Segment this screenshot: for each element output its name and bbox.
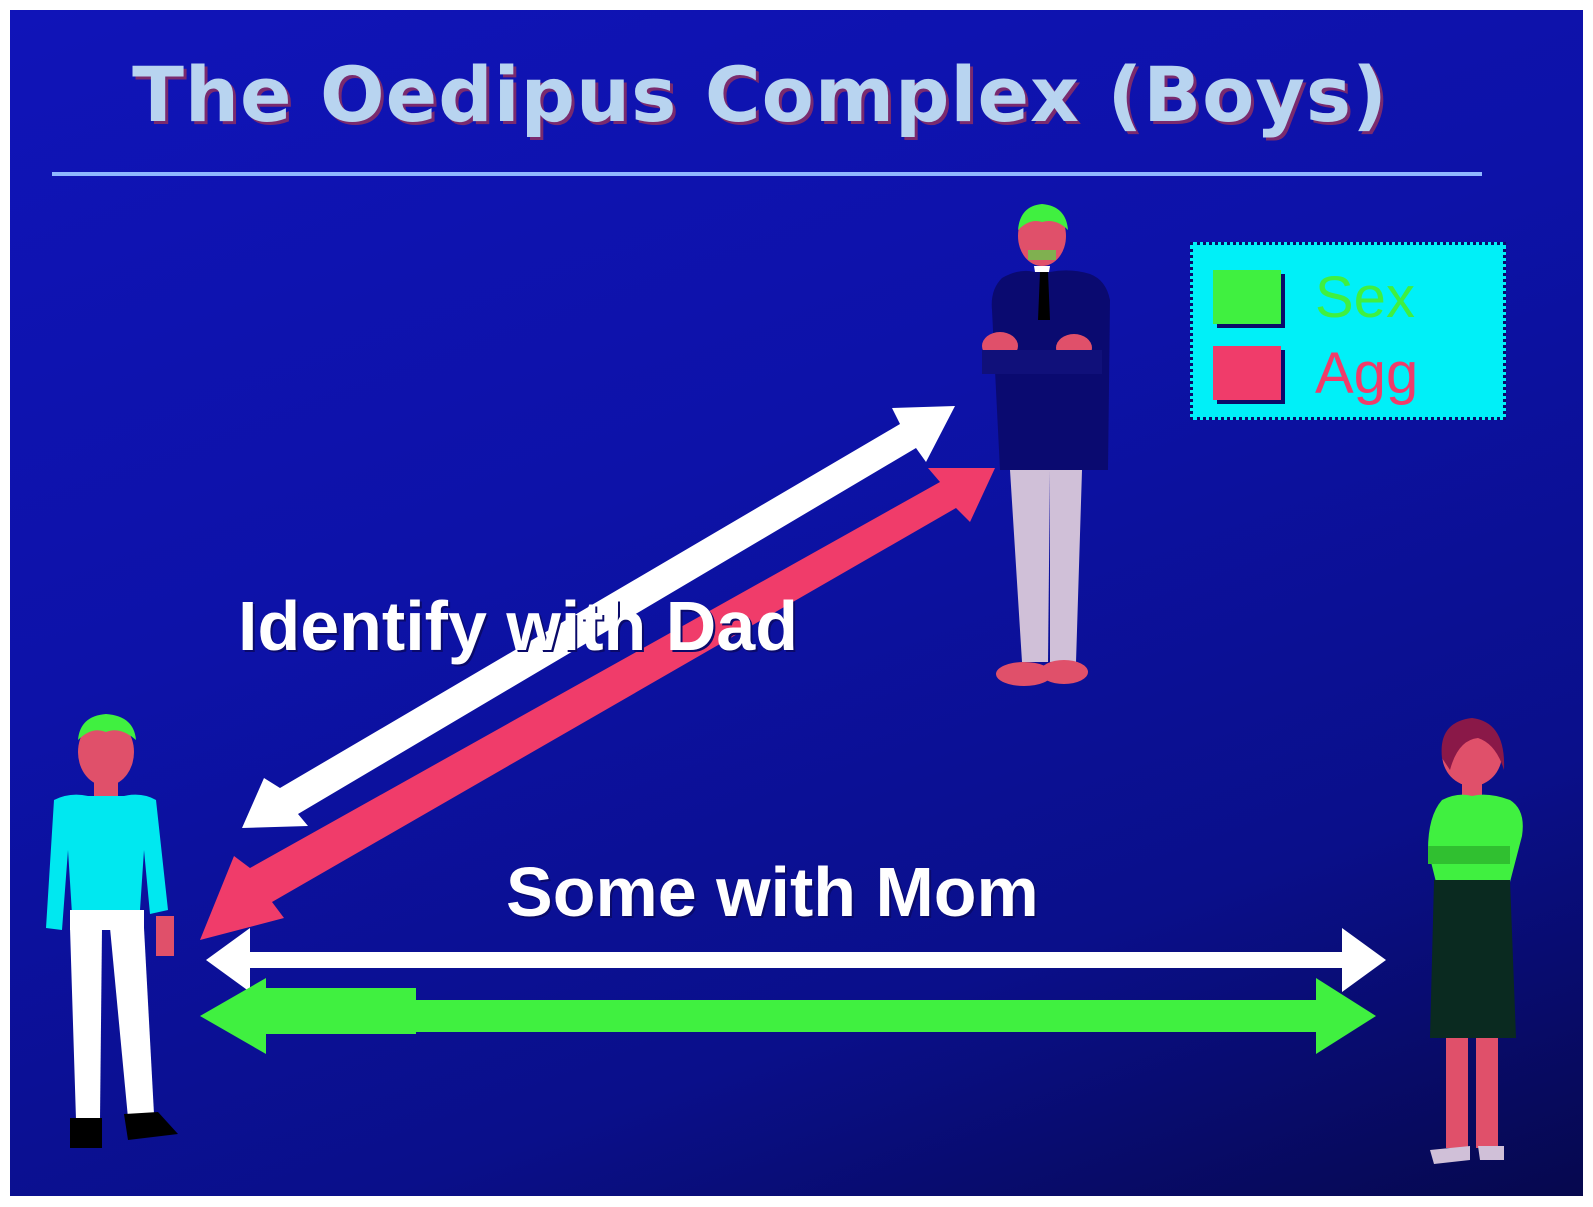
dad-figure: [982, 204, 1110, 686]
sex-swatch: [1213, 270, 1281, 324]
sex-green-arrow: [200, 978, 1376, 1054]
legend-label-agg: Agg: [1315, 340, 1419, 406]
some-with-mom-label: Some with Mom: [506, 853, 1039, 931]
agg-swatch: [1213, 346, 1281, 400]
slide-title: The Oedipus Complex (Boys): [132, 50, 1388, 139]
legend-item-sex: Sex: [1213, 265, 1415, 330]
legend-label-sex: Sex: [1315, 264, 1415, 330]
identify-with-dad-label: Identify with Dad: [238, 587, 798, 665]
legend-item-agg: Agg: [1213, 341, 1418, 406]
diagram-canvas: [46, 204, 1523, 1164]
legend: Sex Agg: [1190, 242, 1506, 420]
identify-white-arrow: [242, 406, 955, 828]
boy-figure: [46, 714, 178, 1148]
mom-figure: [1428, 718, 1523, 1164]
identify-mom-white-arrow: [206, 928, 1386, 992]
aggression-red-arrow: [200, 468, 995, 940]
slide: The Oedipus Complex (Boys): [10, 10, 1583, 1196]
title-divider: [52, 172, 1482, 176]
